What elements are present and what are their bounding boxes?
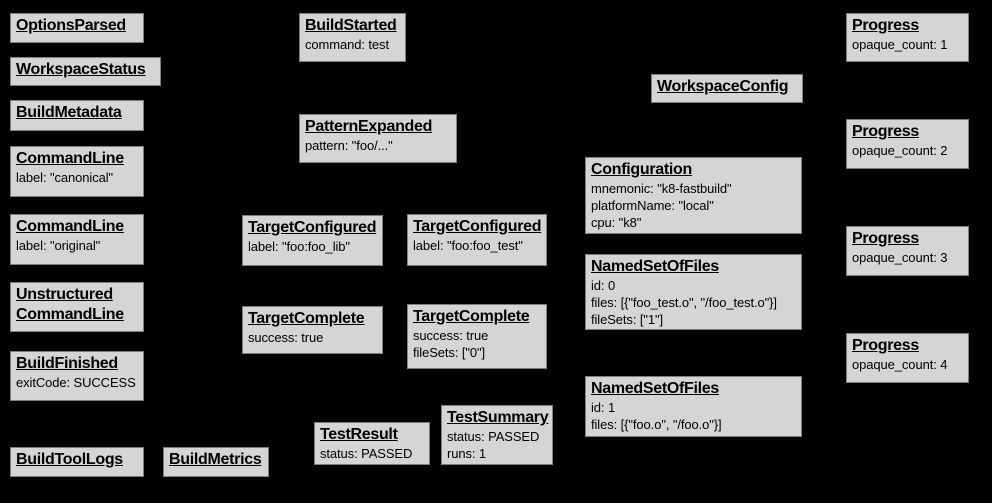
node-progress-1: Progress opaque_count: 1 — [846, 13, 969, 62]
node-title: NamedSetOfFiles — [591, 380, 719, 397]
node-field: opaque_count: 2 — [852, 143, 948, 158]
node-test-summary: TestSummary status: PASSED runs: 1 — [441, 405, 553, 465]
node-title: Progress — [852, 230, 919, 247]
node-options-parsed: OptionsParsed — [10, 13, 144, 43]
node-build-metrics: BuildMetrics — [163, 447, 269, 477]
node-title: WorkspaceStatus — [16, 61, 146, 78]
node-field: success: true — [413, 328, 489, 343]
node-title: TargetConfigured — [248, 219, 377, 236]
node-field: label: "original" — [16, 238, 101, 253]
node-workspace-status: WorkspaceStatus — [10, 57, 161, 86]
node-field: label: "foo:foo_test" — [413, 238, 523, 253]
node-workspace-config: WorkspaceConfig — [651, 74, 803, 103]
node-build-tool-logs: BuildToolLogs — [10, 447, 144, 477]
node-title: Unstructured CommandLine — [16, 286, 124, 323]
node-build-started: BuildStarted command: test — [299, 13, 406, 62]
node-unstructured-command-line: Unstructured CommandLine — [10, 282, 144, 332]
node-field: status: PASSED — [320, 446, 413, 461]
node-command-line-canonical: CommandLine label: "canonical" — [10, 146, 144, 197]
node-target-configured-foo-test: TargetConfigured label: "foo:foo_test" — [407, 214, 547, 266]
node-field: success: true — [248, 330, 324, 345]
node-configuration: Configuration mnemonic: "k8-fastbuild" p… — [585, 157, 802, 234]
node-title: WorkspaceConfig — [657, 78, 789, 95]
node-title: TestResult — [320, 426, 398, 443]
node-title: NamedSetOfFiles — [591, 258, 719, 275]
node-field: fileSets: ["1"] — [591, 312, 664, 327]
node-title: CommandLine — [16, 218, 124, 235]
node-field: files: [{"foo.o", "/foo.o"}] — [591, 417, 722, 432]
node-field: command: test — [305, 37, 389, 52]
node-pattern-expanded: PatternExpanded pattern: "foo/..." — [299, 114, 457, 163]
node-field: files: [{"foo_test.o", "/foo_test.o"}] — [591, 295, 777, 310]
node-progress-4: Progress opaque_count: 4 — [846, 333, 969, 383]
node-field: opaque_count: 4 — [852, 357, 948, 372]
node-named-set-of-files-0: NamedSetOfFiles id: 0 files: [{"foo_test… — [585, 254, 802, 330]
node-field: fileSets: ["0"] — [413, 345, 486, 360]
node-field: status: PASSED — [447, 429, 540, 444]
node-title: BuildToolLogs — [16, 451, 123, 468]
node-title: PatternExpanded — [305, 118, 433, 135]
node-field: label: "foo:foo_lib" — [248, 239, 350, 254]
node-build-metadata: BuildMetadata — [10, 100, 144, 131]
node-field: id: 0 — [591, 278, 616, 293]
node-test-result: TestResult status: PASSED — [314, 422, 430, 465]
node-title: Progress — [852, 337, 919, 354]
node-target-configured-foo-lib: TargetConfigured label: "foo:foo_lib" — [242, 215, 383, 266]
node-command-line-original: CommandLine label: "original" — [10, 214, 144, 265]
node-title: BuildMetadata — [16, 104, 122, 121]
node-title: TargetComplete — [413, 308, 530, 325]
node-target-complete-foo-lib: TargetComplete success: true — [242, 306, 383, 354]
node-field: cpu: "k8" — [591, 215, 642, 230]
node-field: id: 1 — [591, 400, 616, 415]
node-field: opaque_count: 1 — [852, 37, 948, 52]
node-field: pattern: "foo/..." — [305, 138, 393, 153]
node-field: label: "canonical" — [16, 170, 114, 185]
node-field: runs: 1 — [447, 446, 487, 461]
node-title: TargetComplete — [248, 310, 365, 327]
node-title: Configuration — [591, 161, 692, 178]
node-title: BuildStarted — [305, 17, 397, 34]
node-title: Progress — [852, 17, 919, 34]
node-title: TestSummary — [447, 409, 549, 426]
node-title: OptionsParsed — [16, 17, 126, 34]
node-title: Progress — [852, 123, 919, 140]
node-named-set-of-files-1: NamedSetOfFiles id: 1 files: [{"foo.o", … — [585, 376, 802, 437]
node-target-complete-foo-test: TargetComplete success: true fileSets: [… — [407, 304, 547, 369]
node-title: BuildMetrics — [169, 451, 262, 468]
node-title: CommandLine — [16, 150, 124, 167]
node-field: mnemonic: "k8-fastbuild" — [591, 181, 732, 196]
node-title: TargetConfigured — [413, 218, 542, 235]
node-field: opaque_count: 3 — [852, 250, 948, 265]
node-title: BuildFinished — [16, 355, 118, 372]
node-field: platformName: "local" — [591, 198, 714, 213]
node-progress-3: Progress opaque_count: 3 — [846, 226, 969, 276]
node-progress-2: Progress opaque_count: 2 — [846, 119, 969, 169]
node-build-finished: BuildFinished exitCode: SUCCESS — [10, 351, 144, 401]
node-field: exitCode: SUCCESS — [16, 375, 136, 390]
